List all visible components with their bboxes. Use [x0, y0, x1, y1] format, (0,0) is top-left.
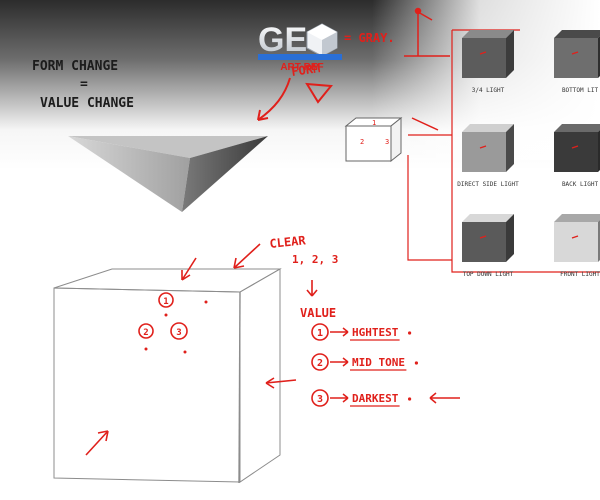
headline-line-1: FORM CHANGE	[32, 59, 118, 74]
value-label-text: HGHTEST	[352, 326, 399, 339]
cube-top-face	[554, 30, 600, 38]
red-arrows	[85, 243, 318, 456]
arrow-to-value	[306, 280, 318, 297]
headline-line-2: =	[80, 77, 88, 92]
small-cube-label-right: 3	[385, 138, 389, 146]
small-cube-label-left: 2	[360, 138, 364, 146]
value-label-text: MID TONE	[352, 356, 405, 369]
cube-front-face	[462, 38, 506, 78]
cube-front-face	[554, 132, 598, 172]
cube-top-face	[554, 214, 600, 222]
inverted-pyramid	[68, 136, 268, 212]
headline-line-3: VALUE CHANGE	[40, 96, 134, 111]
cube-front-face	[462, 222, 506, 262]
light-direction-mark	[479, 51, 487, 55]
cube-face-markers	[138, 292, 188, 340]
light-direction-mark	[571, 235, 579, 239]
small-cube-label-top: 1	[372, 119, 376, 127]
value-scale-item-3: 3 DARKEST	[311, 389, 412, 407]
cube-top-face	[554, 124, 600, 132]
cube-side-face	[506, 30, 514, 78]
value-number-circle	[311, 389, 329, 407]
logo-subtitle: ART REF	[280, 62, 323, 73]
small-cube-face-labels: 1 2 3	[360, 119, 389, 146]
lighting-caption: FRONT LIGHT	[560, 271, 600, 278]
arrow-to-top-face	[181, 257, 197, 281]
brand-logo: GE ART REF = GRAY.	[258, 21, 395, 73]
lighting-caption: 3/4 LIGHT	[472, 87, 505, 94]
value-arrow	[330, 393, 349, 403]
lighting-caption: BACK LIGHT	[562, 181, 599, 188]
value-arrow	[330, 327, 349, 337]
dots	[144, 300, 208, 354]
arrow-to-pyramid	[257, 77, 291, 121]
lighting-caption: TOP DOWN LIGHT	[463, 271, 514, 278]
lighting-cube-6: FRONT LIGHT	[554, 214, 600, 278]
value-number: 3	[317, 394, 323, 405]
logo-letters: GE	[258, 21, 307, 59]
clear-label: CLEAR	[269, 233, 307, 251]
logo-blue-bar	[258, 54, 342, 60]
cube-side-face	[506, 214, 514, 262]
cube-face-label-right: 3	[176, 328, 181, 338]
face-marker-left	[138, 323, 154, 339]
cube-top-face	[462, 30, 514, 38]
logo-gray-note: = GRAY.	[344, 31, 395, 45]
lighting-caption: DIRECT SIDE LIGHT	[457, 181, 519, 188]
arrow-to-right-face	[265, 377, 297, 389]
face-marker-top	[158, 292, 174, 308]
value-number-circle	[311, 353, 329, 371]
value-number: 1	[317, 328, 323, 339]
cube-face-label-left: 2	[143, 328, 148, 338]
large-sketch-cube	[53, 268, 282, 484]
darkest-pointer-arrow	[429, 392, 460, 404]
arrow-to-left-face	[85, 430, 109, 456]
light-direction-mark	[571, 145, 579, 149]
value-number: 2	[317, 358, 323, 369]
triangle-sketch-icon	[305, 82, 333, 104]
lighting-grid: 3/4 LIGHT BOTTOM LIT DIRECT SIDE LIGHT BACK…	[457, 30, 600, 278]
cube-front-face	[554, 38, 598, 78]
lighting-cube-5: TOP DOWN LIGHT	[462, 214, 514, 278]
sequence-label: 1, 2, 3	[292, 253, 338, 266]
form-label: FORM	[290, 61, 321, 79]
value-scale-item-2: 2 MID TONE	[311, 353, 418, 371]
value-arrow	[330, 357, 349, 367]
light-direction-mark	[479, 145, 487, 149]
logo-gem-icon	[306, 23, 338, 57]
small-cube-arrow	[411, 117, 439, 131]
cube-face-label-top: 1	[163, 297, 168, 307]
headline: FORM CHANGE = VALUE CHANGE	[32, 59, 134, 111]
lighting-cube-1: 3/4 LIGHT	[462, 30, 514, 94]
lighting-cube-3: DIRECT SIDE LIGHT	[457, 124, 519, 188]
form-annotation	[257, 77, 333, 121]
light-direction-mark	[479, 235, 487, 239]
lighting-cube-2: BOTTOM LIT	[554, 30, 600, 94]
value-scale-item-1: 1 HGHTEST	[311, 323, 412, 341]
cube-face-labels: 1 2 3	[143, 297, 181, 338]
light-direction-mark	[571, 51, 579, 55]
arrow-clear	[233, 243, 261, 269]
face-marker-right	[170, 322, 188, 340]
cube-front-face	[554, 222, 598, 262]
small-reference-cube	[344, 116, 403, 163]
lighting-caption: BOTTOM LIT	[562, 87, 599, 94]
bracket-sketch	[404, 7, 450, 57]
cube-top-face	[462, 214, 514, 222]
lighting-cube-4: BACK LIGHT	[554, 124, 600, 188]
value-scale-list: 1 HGHTEST 2 MID TONE 3 DARKEST	[311, 323, 460, 407]
value-notes: CLEAR 1, 2, 3 VALUE	[269, 233, 339, 320]
cube-front-face	[462, 132, 506, 172]
cube-side-face	[506, 124, 514, 172]
cube-top-face	[462, 124, 514, 132]
value-number-circle	[311, 323, 329, 341]
value-label: VALUE	[300, 306, 336, 320]
value-label-text: DARKEST	[352, 392, 399, 405]
